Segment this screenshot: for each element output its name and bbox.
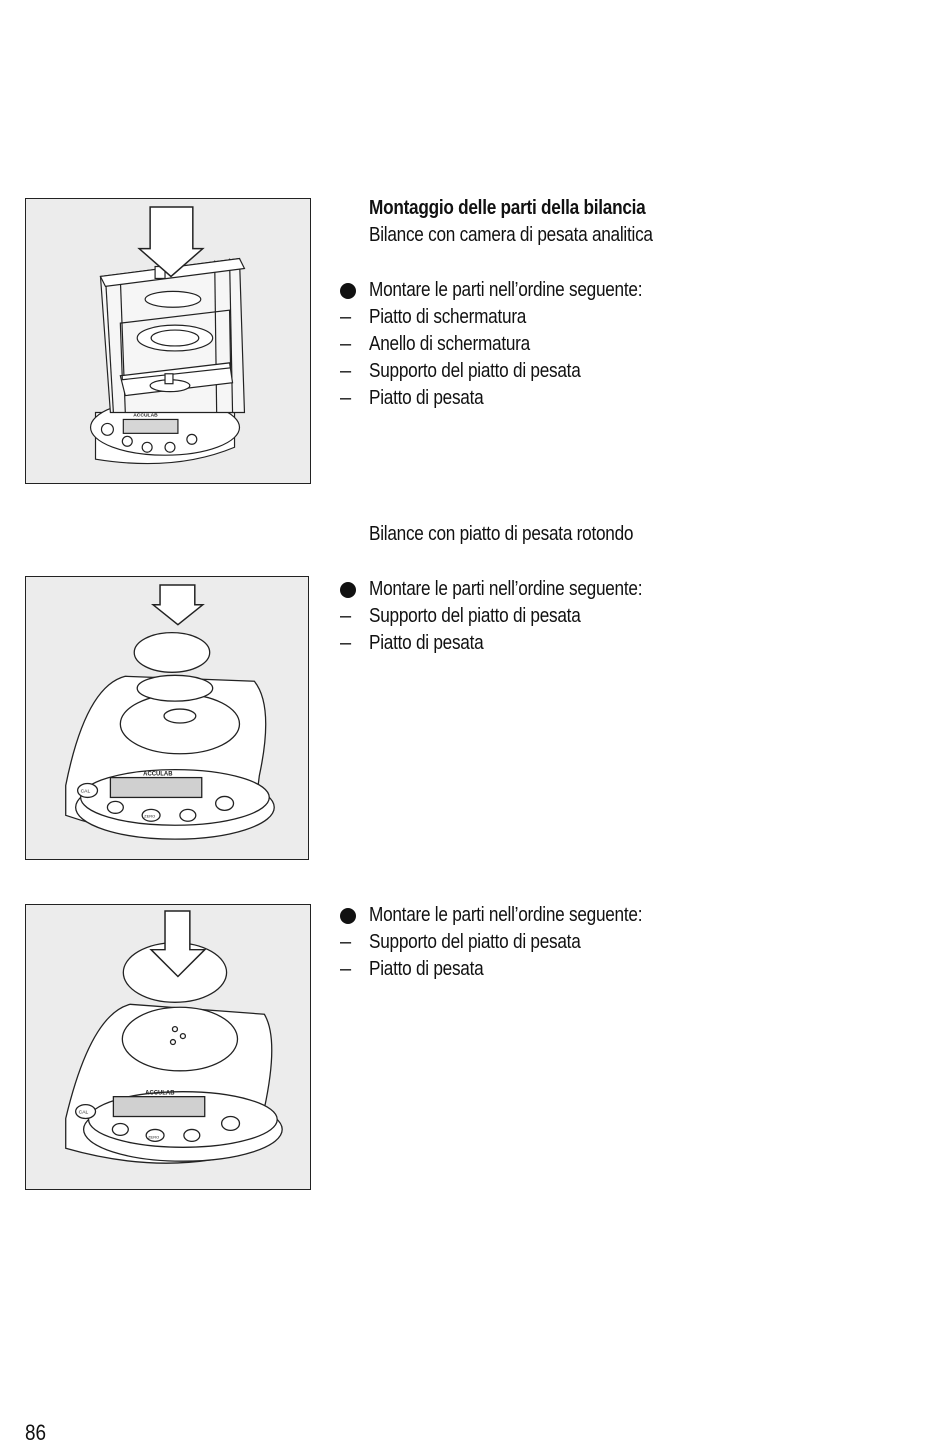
dash-marker: – — [340, 632, 352, 654]
section1-intro: Montare le parti nell’ordine seguente: — [369, 279, 643, 301]
figure-round-pan-balance-2: ACCULAB CAL ZERO — [25, 904, 311, 1190]
bullet-dot — [340, 908, 356, 924]
dash-marker: – — [340, 306, 352, 328]
list-item: Anello di schermatura — [369, 333, 530, 355]
zero-label: ZERO — [148, 1134, 159, 1139]
section2-intro: Montare le parti nell’ordine seguente: — [369, 578, 643, 600]
round-pan-balance-illustration-2: ACCULAB CAL ZERO — [65, 910, 283, 1164]
bullet-dot — [340, 582, 356, 598]
cal-label: CAL — [81, 788, 91, 794]
section1-subtitle: Bilance con camera di pesata analitica — [369, 224, 653, 246]
brand-label: ACCULAB — [145, 1091, 175, 1097]
list-item: Piatto di pesata — [369, 387, 484, 409]
brand-label: ACCULAB — [133, 412, 158, 418]
figure-analytical-balance: ACCULAB — [25, 198, 311, 484]
list-item: Piatto di pesata — [369, 632, 484, 654]
list-item: Supporto del piatto di pesata — [369, 931, 581, 953]
brand-label: ACCULAB — [143, 772, 173, 778]
round-pan-balance-illustration: ACCULAB CAL ZERO — [65, 584, 275, 840]
cal-label: CAL — [79, 1110, 89, 1116]
dash-marker: – — [340, 931, 352, 953]
figure-round-pan-balance: ACCULAB CAL ZERO — [25, 576, 309, 860]
dash-marker: – — [340, 333, 352, 355]
dash-marker: – — [340, 958, 352, 980]
bullet-dot — [340, 283, 356, 299]
list-item: Supporto del piatto di pesata — [369, 360, 581, 382]
dash-marker: – — [340, 605, 352, 627]
section-title: Montaggio delle parti della bilancia — [369, 197, 646, 219]
dash-marker: – — [340, 387, 352, 409]
list-item: Piatto di schermatura — [369, 306, 527, 328]
section2-subtitle: Bilance con piatto di pesata rotondo — [369, 523, 634, 545]
zero-label: ZERO — [144, 813, 155, 818]
page-number: 86 — [25, 1420, 47, 1445]
list-item: Supporto del piatto di pesata — [369, 605, 581, 627]
list-item: Piatto di pesata — [369, 958, 484, 980]
section1-text: Montaggio delle parti della bilancia Bil… — [369, 195, 653, 249]
analytical-balance-illustration: ACCULAB — [89, 206, 246, 465]
dash-marker: – — [340, 360, 352, 382]
section3-intro: Montare le parti nell’ordine seguente: — [369, 904, 643, 926]
